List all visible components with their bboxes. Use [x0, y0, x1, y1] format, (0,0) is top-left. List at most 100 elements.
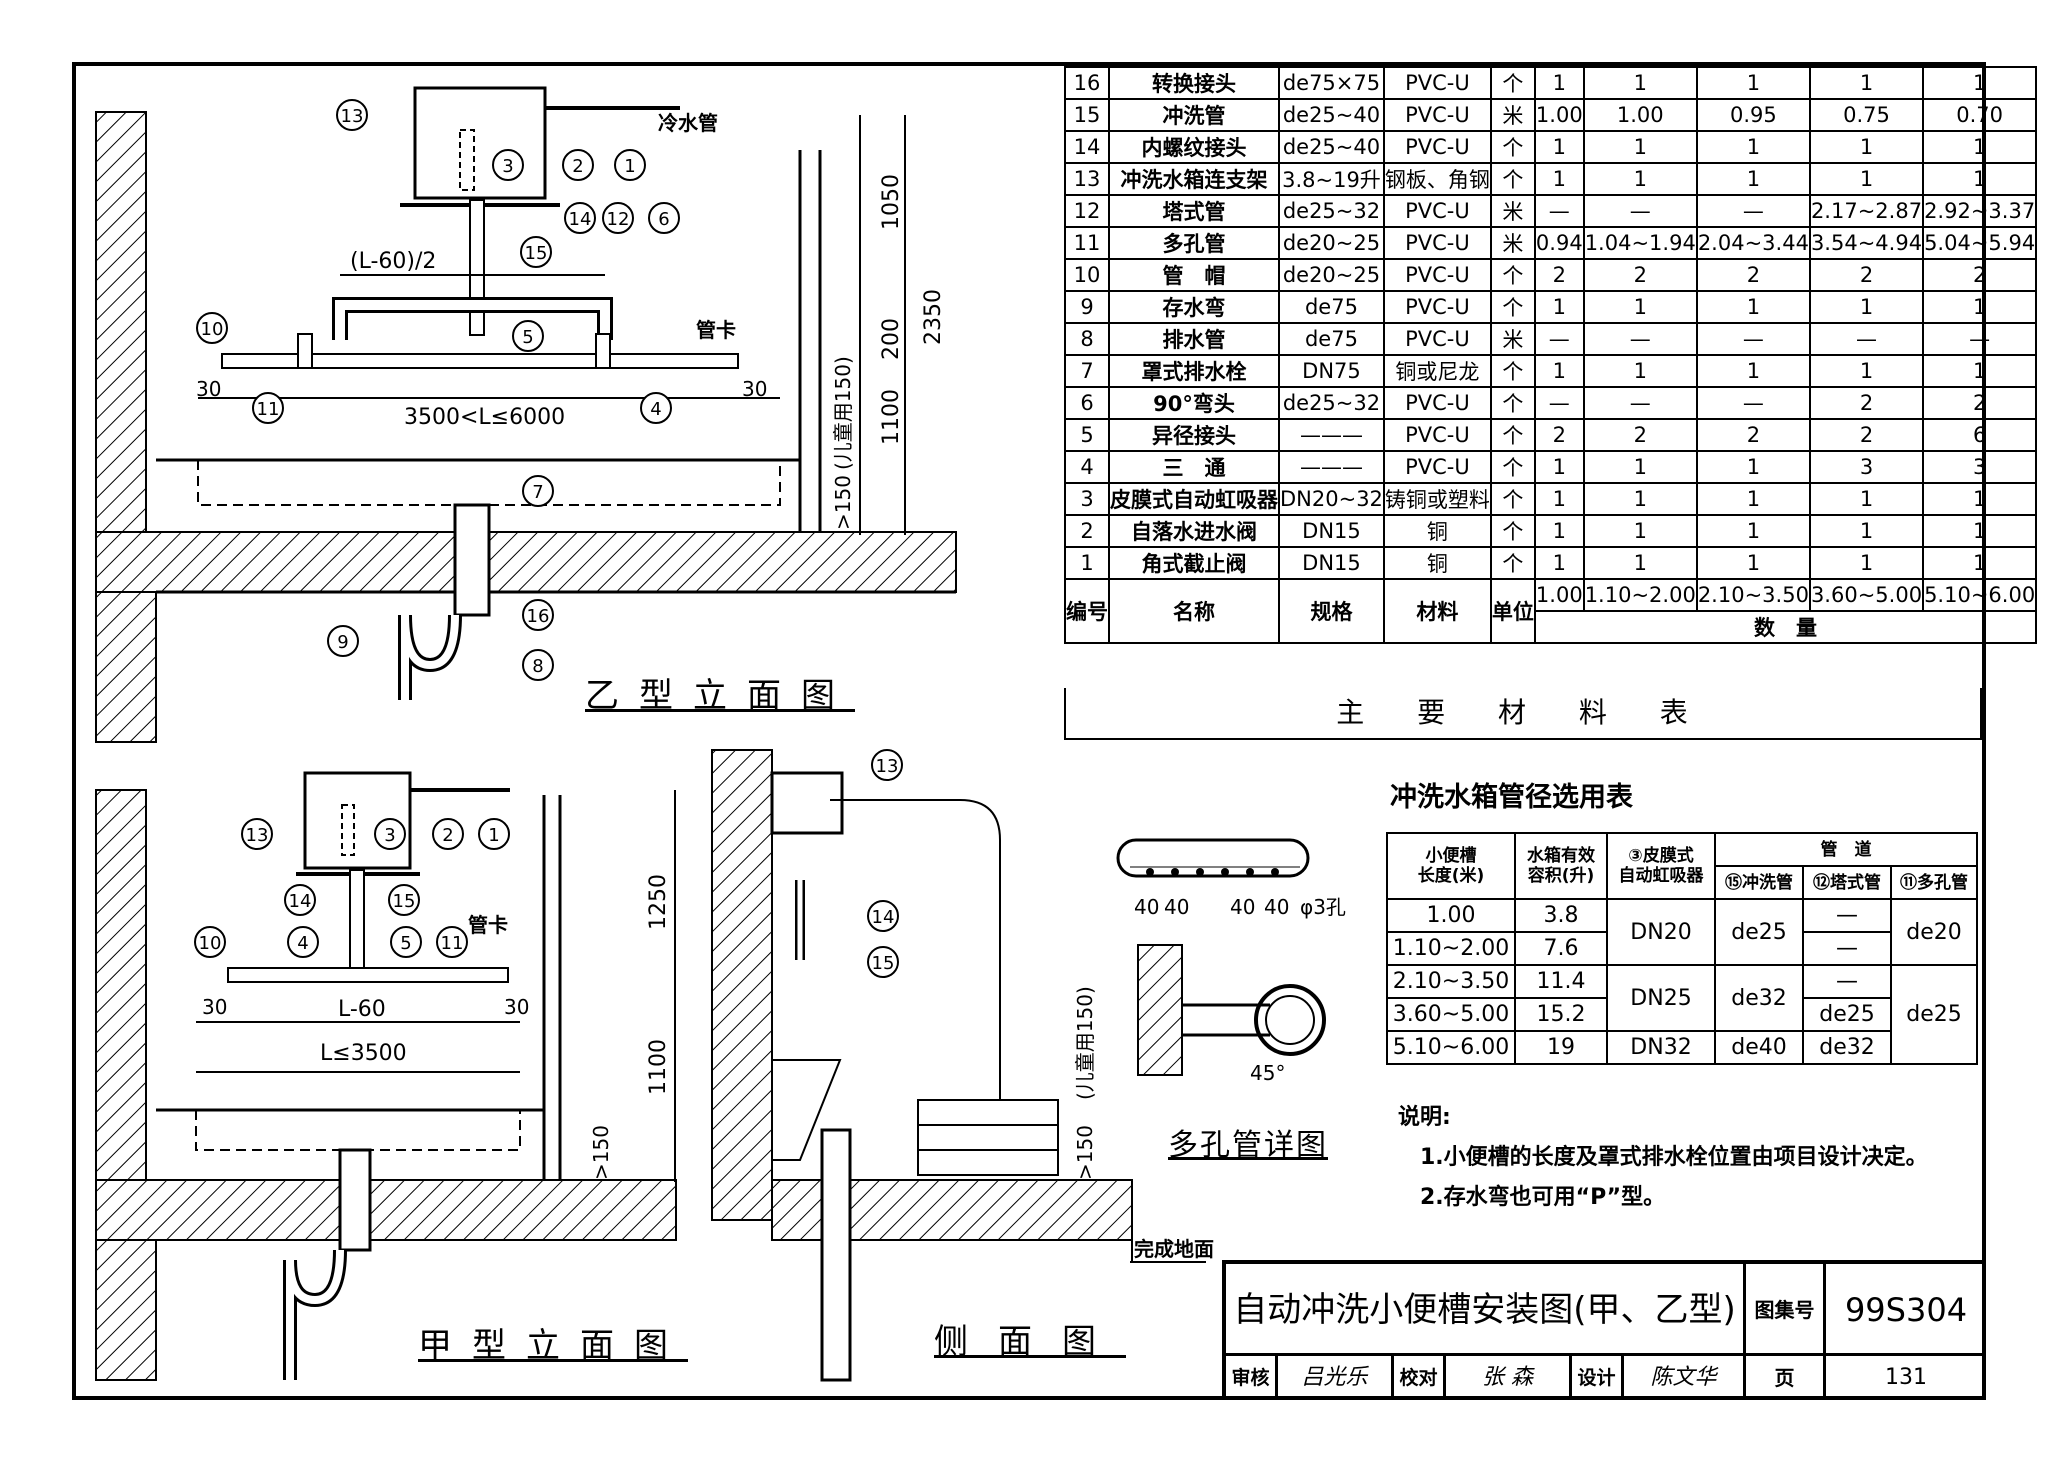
- jia-dim-inner: L-60: [338, 997, 386, 1022]
- mat-qty: 1: [1695, 354, 1811, 388]
- mat-no: 10: [1064, 258, 1110, 292]
- mat-spec: ———: [1278, 418, 1385, 452]
- pipe-volume: 15.2: [1514, 997, 1608, 1032]
- svg-text:16: 16: [527, 606, 550, 627]
- pipe-table-title: 冲洗水箱管径选用表: [1390, 782, 1633, 813]
- mat-name: 排水管: [1108, 322, 1280, 356]
- pipe-length: 1.00: [1386, 898, 1516, 933]
- svg-text:2: 2: [442, 825, 453, 846]
- jia-floor-slab: [95, 1179, 677, 1241]
- mat-qty: 1: [1695, 450, 1811, 484]
- yi-dim-child: (儿童用150): [831, 356, 855, 470]
- yi-dim-2350: 2350: [921, 289, 946, 345]
- mat-qty: 1: [1533, 290, 1585, 324]
- pipe-length: 1.10~2.00: [1386, 931, 1516, 966]
- jia-clamp-label: 管卡: [468, 913, 508, 937]
- svg-text:13: 13: [341, 106, 364, 127]
- mat-no: 4: [1064, 450, 1110, 484]
- note-item: 2.存水弯也可用“P”型。: [1420, 1185, 1666, 1210]
- pipe-siphon: DN25: [1606, 964, 1716, 1032]
- mat-name: 自落水进水阀: [1108, 514, 1280, 548]
- mat-name: 角式截止阀: [1108, 546, 1280, 580]
- mat-qty: 3: [1808, 450, 1925, 484]
- page-label: 页: [1746, 1356, 1826, 1400]
- jia-drain-trap: [338, 1148, 372, 1252]
- material-table-caption: 主 要 材 料 表: [1064, 688, 1982, 740]
- mat-no: 11: [1064, 226, 1110, 260]
- mat-no: 12: [1064, 194, 1110, 228]
- svg-text:14: 14: [569, 209, 592, 230]
- pipe-selection-table: 小便槽长度(米) 水箱有效容积(升) ③皮膜式自动虹吸器 管 道 ⑮冲洗管 ⑫塔…: [1386, 832, 1978, 1065]
- check-signature: 张 森: [1446, 1356, 1572, 1400]
- jia-dim-1250: 1250: [646, 874, 671, 930]
- pipe-length: 5.10~6.00: [1386, 1030, 1516, 1065]
- detail-title: 多孔管详图: [1168, 1128, 1328, 1163]
- side-wall: [711, 749, 773, 1221]
- svg-text:12: 12: [607, 209, 630, 230]
- mat-qty: 1: [1582, 66, 1698, 100]
- svg-text:8: 8: [532, 656, 543, 677]
- mat-unit: 个: [1489, 482, 1536, 516]
- detail-dim-45: 45°: [1250, 1061, 1285, 1085]
- mat-material: PVC-U: [1382, 386, 1492, 420]
- mat-name: 三 通: [1108, 450, 1280, 484]
- pipe-h-siphon: ③皮膜式自动虹吸器: [1606, 832, 1716, 900]
- mat-qty: 1: [1533, 482, 1585, 516]
- mat-material: PVC-U: [1382, 226, 1492, 260]
- mat-qty: 2: [1533, 418, 1585, 452]
- mat-qty: 1: [1808, 546, 1925, 580]
- yi-dim-half: (L-60)/2: [350, 249, 436, 274]
- jia-dim-1100: 1100: [646, 1039, 671, 1095]
- mat-unit: 个: [1489, 354, 1536, 388]
- yi-cold-water-label: 冷水管: [658, 111, 718, 135]
- mat-qty: 1: [1922, 354, 2038, 388]
- svg-text:15: 15: [393, 891, 416, 912]
- mat-unit: 个: [1489, 130, 1536, 164]
- yi-dim-1050: 1050: [879, 174, 904, 230]
- page-number: 131: [1885, 1365, 1927, 1390]
- svg-text:11: 11: [441, 933, 464, 954]
- mat-material: PVC-U: [1382, 450, 1492, 484]
- mat-qty: 1: [1922, 66, 2038, 100]
- mat-qty: 2.17~2.87: [1808, 194, 1925, 228]
- mat-name: 转换接头: [1108, 66, 1280, 100]
- review-signature: 吕光乐: [1278, 1356, 1394, 1400]
- mat-qty: 0.75: [1808, 98, 1925, 132]
- mat-h-length: 3.60~5.00: [1808, 578, 1925, 612]
- side-finished-floor: 完成地面: [1134, 1237, 1214, 1261]
- mat-material: PVC-U: [1382, 290, 1492, 324]
- svg-text:15: 15: [872, 953, 895, 974]
- svg-text:5: 5: [522, 327, 533, 348]
- mat-qty: 1: [1695, 546, 1811, 580]
- side-dim-child: (儿童用150): [1073, 986, 1097, 1100]
- yi-dim-150: >150: [831, 475, 855, 530]
- mat-qty: —: [1922, 322, 2038, 356]
- mat-unit: 个: [1489, 450, 1536, 484]
- detail-hole-label: φ3孔: [1300, 895, 1346, 919]
- mat-qty: 1: [1808, 482, 1925, 516]
- mat-qty: —: [1533, 386, 1585, 420]
- detail-dim-40-d: 40: [1264, 895, 1289, 919]
- yi-below-slab: [95, 591, 157, 743]
- mat-qty: 2.92~3.37: [1922, 194, 2038, 228]
- pipe-perf: de25: [1890, 964, 1978, 1065]
- pipe-siphon: DN32: [1606, 1030, 1716, 1065]
- pipe-volume: 3.8: [1514, 898, 1608, 933]
- svg-text:3: 3: [384, 825, 395, 846]
- pipe-flush: de40: [1714, 1030, 1804, 1065]
- mat-qty: 2: [1808, 418, 1925, 452]
- pipe-volume: 19: [1514, 1030, 1608, 1065]
- pipe-volume: 11.4: [1514, 964, 1608, 999]
- design-label: 设计: [1572, 1356, 1624, 1400]
- mat-qty: 2: [1922, 258, 2038, 292]
- mat-qty: 1: [1808, 290, 1925, 324]
- mat-qty: 1: [1695, 290, 1811, 324]
- mat-name: 异径接头: [1108, 418, 1280, 452]
